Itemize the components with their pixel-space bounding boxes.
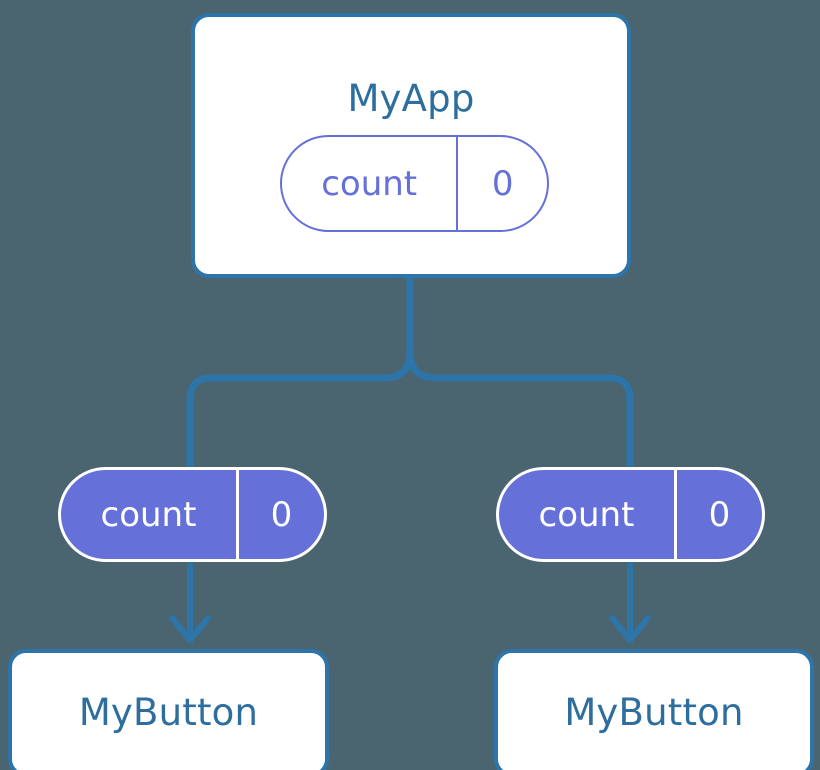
prop-pill-right-count[interactable]: count 0 bbox=[496, 467, 765, 562]
prop-pill-value: 0 bbox=[673, 470, 762, 559]
wire-left-arrow-head bbox=[169, 615, 211, 643]
prop-pill-key: count bbox=[538, 494, 635, 535]
wire-left-branch bbox=[186, 349, 414, 470]
component-mybutton-right[interactable]: MyButton bbox=[494, 649, 814, 770]
component-mybutton-left[interactable]: MyButton bbox=[8, 649, 329, 770]
state-pill-key: count bbox=[321, 163, 418, 204]
component-mybutton-left-title: MyButton bbox=[78, 691, 259, 734]
wire-right-arrow-head bbox=[609, 615, 651, 643]
prop-pill-left-count[interactable]: count 0 bbox=[58, 467, 327, 562]
component-myapp-title: MyApp bbox=[347, 77, 475, 120]
prop-pill-key: count bbox=[100, 494, 197, 535]
component-mybutton-right-title: MyButton bbox=[564, 691, 744, 734]
state-pill-value: 0 bbox=[456, 137, 547, 230]
state-pill-myapp-count[interactable]: count 0 bbox=[280, 135, 549, 232]
component-myapp[interactable]: MyApp count 0 bbox=[191, 13, 631, 278]
prop-pill-value: 0 bbox=[235, 470, 324, 559]
wire-right-branch bbox=[406, 349, 634, 470]
